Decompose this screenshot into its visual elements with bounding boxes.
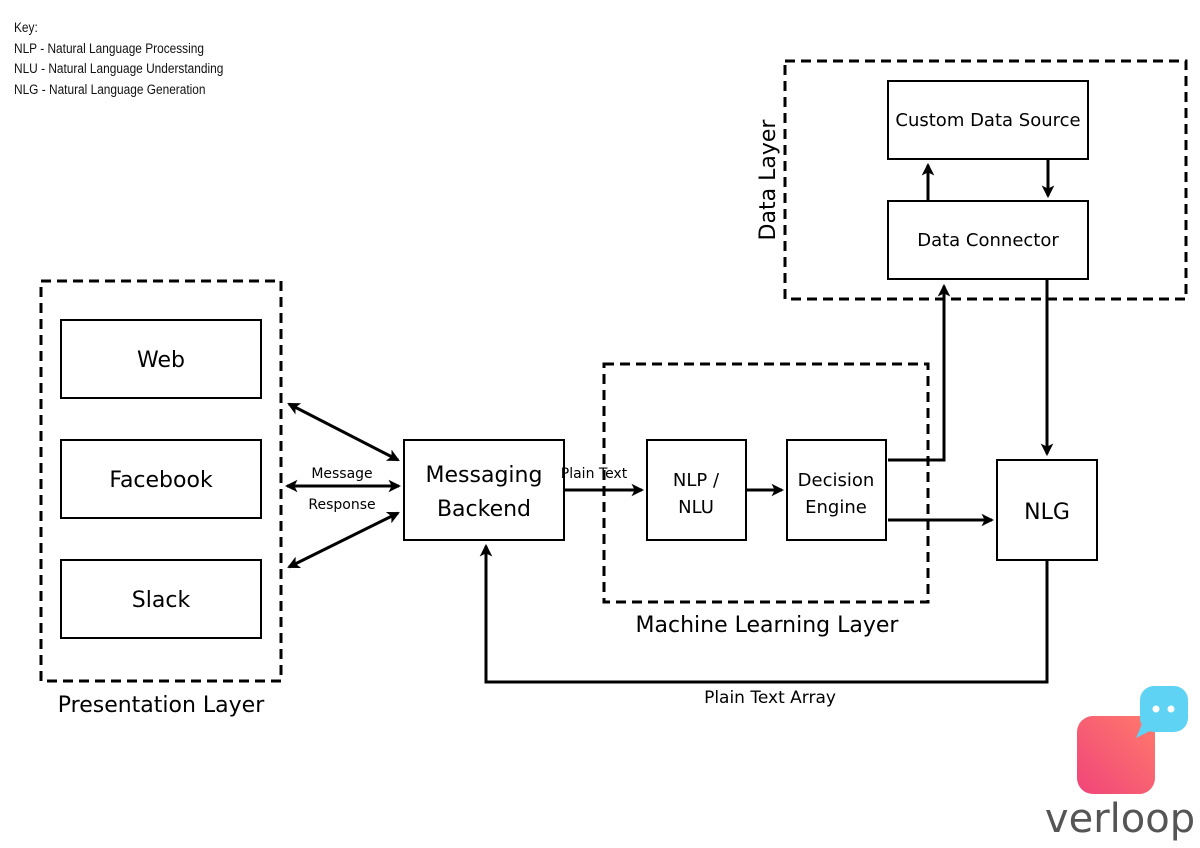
decision-to-data-connector-arrow: [888, 283, 951, 462]
decision-engine-label-line1: Decision: [798, 470, 875, 491]
decision-engine-box: [786, 439, 887, 541]
message-edge-label: Message: [311, 466, 372, 482]
verloop-logo: verloop: [1045, 686, 1195, 842]
response-edge-label: Response: [308, 497, 375, 513]
key-item-nlp: NLP - Natural Language Processing: [14, 40, 204, 56]
nlg-box: [996, 459, 1098, 561]
plain-text-edge-label: Plain Text: [561, 466, 628, 482]
slack-backend-arrow: [287, 511, 400, 569]
custom-data-source-label: Custom Data Source: [895, 110, 1080, 131]
nlp-nlu-label-line2: NLU: [678, 497, 714, 518]
key-item-nlg: NLG - Natural Language Generation: [14, 81, 206, 97]
plain-text-array-edge-label: Plain Text Array: [704, 688, 836, 708]
nlp-nlu-box: [646, 439, 747, 541]
web-label: Web: [137, 348, 185, 373]
logo-chat-bubble-icon: [1140, 686, 1188, 732]
data-layer-boundary: [783, 59, 1188, 301]
logo-pink-square-icon: [1077, 716, 1155, 794]
messaging-backend-label-line1: Messaging: [426, 463, 543, 488]
decision-engine-label-line2: Engine: [805, 497, 867, 518]
machine-learning-layer-boundary: [602, 362, 930, 604]
key-legend: Key: NLP - Natural Language Processing N…: [14, 18, 223, 100]
presentation-layer-label: Presentation Layer: [58, 693, 265, 718]
data-connector-box: [887, 200, 1089, 280]
messaging-backend-box: [403, 439, 565, 541]
slack-label: Slack: [132, 588, 191, 613]
machine-learning-layer-label: Machine Learning Layer: [636, 613, 900, 638]
logo-wordmark: verloop: [1045, 796, 1195, 842]
facebook-label: Facebook: [109, 468, 213, 493]
data-layer-label: Data Layer: [756, 119, 781, 241]
facebook-box: [60, 439, 262, 519]
presentation-layer-boundary: [39, 279, 283, 683]
web-box: [60, 319, 262, 399]
nlp-nlu-label-line1: NLP /: [673, 470, 720, 491]
key-item-nlu: NLU - Natural Language Understanding: [14, 61, 224, 76]
slack-box: [60, 559, 262, 639]
custom-data-source-box: [887, 80, 1089, 160]
key-title: Key:: [14, 20, 38, 35]
nlg-label: NLG: [1024, 500, 1070, 525]
web-backend-arrow: [287, 402, 400, 462]
nlg-to-backend-arrow: [479, 543, 1049, 684]
data-connector-label: Data Connector: [917, 230, 1059, 251]
messaging-backend-label-line2: Backend: [437, 497, 531, 522]
